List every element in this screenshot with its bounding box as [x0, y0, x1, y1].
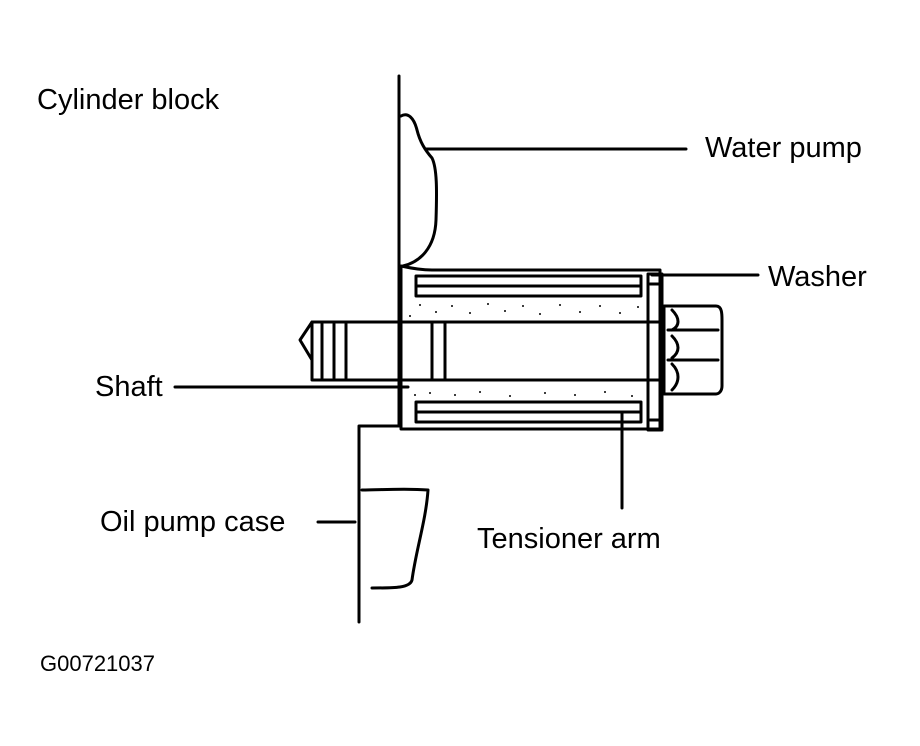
- oil-pump-case-wall: [357, 424, 403, 624]
- label-cylinder-block: Cylinder block: [37, 84, 220, 116]
- label-tensioner-arm: Tensioner arm: [477, 523, 661, 555]
- shaft-tip: [298, 320, 314, 362]
- label-water-pump: Water pump: [705, 132, 862, 164]
- label-oil-pump-case: Oil pump case: [100, 506, 286, 538]
- tensioner-arm-body: [399, 264, 662, 431]
- water-pump-outline: [399, 113, 438, 268]
- label-washer: Washer: [768, 261, 867, 293]
- bolt-head: [662, 304, 724, 396]
- stipple-texture: [409, 303, 639, 397]
- shaft-body: [310, 320, 664, 382]
- label-shaft: Shaft: [95, 371, 163, 403]
- figure-code: G00721037: [40, 651, 155, 676]
- oil-pump-case-pocket: [360, 487, 430, 590]
